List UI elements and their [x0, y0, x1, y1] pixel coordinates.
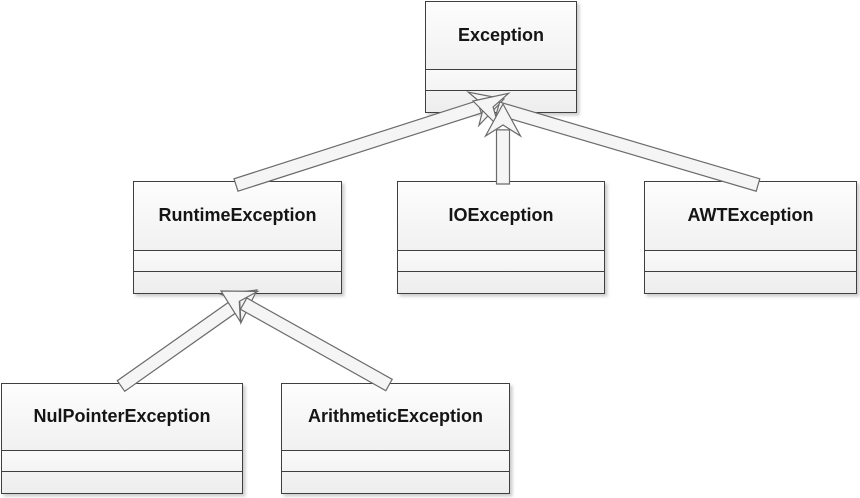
arrow-shaft [239, 297, 394, 392]
attributes-compartment [645, 250, 856, 272]
operations-compartment [645, 272, 856, 293]
class-name-arithmetic-exception: ArithmeticException [282, 384, 509, 451]
arrow-shaft [233, 99, 483, 192]
class-name-io-exception: IOException [398, 182, 604, 251]
operations-compartment [2, 472, 242, 493]
operations-compartment [282, 472, 509, 493]
arrow-shaft [495, 101, 761, 192]
inheritance-arrow-arithmeticexception-to-runtimeexception[interactable] [219, 290, 394, 392]
class-name-nul-pointer-exception: NulPointerException [2, 384, 242, 451]
inheritance-arrow-nulpointerexception-to-runtimeexception[interactable] [116, 289, 259, 393]
operations-compartment [398, 272, 604, 293]
class-name-awt-exception: AWTException [645, 182, 856, 251]
class-box-nul-pointer-exception[interactable]: NulPointerException [1, 383, 243, 494]
attributes-compartment [398, 250, 604, 272]
arrow-shaft [495, 129, 511, 185]
class-box-runtime-exception[interactable]: RuntimeException [133, 181, 342, 294]
attributes-compartment [282, 450, 509, 472]
class-box-io-exception[interactable]: IOException [397, 181, 605, 294]
arrow-head [218, 289, 259, 326]
arrow-head [219, 290, 260, 325]
attributes-compartment [2, 450, 242, 472]
arrow-shaft [116, 298, 241, 393]
class-name-runtime-exception: RuntimeException [134, 182, 341, 251]
operations-compartment [426, 91, 576, 112]
attributes-compartment [134, 250, 341, 272]
attributes-compartment [426, 69, 576, 91]
class-box-exception[interactable]: Exception [425, 1, 577, 113]
class-box-arithmetic-exception[interactable]: ArithmeticException [281, 383, 510, 494]
inheritance-arrow-ioexception-to-exception[interactable] [483, 102, 523, 185]
operations-compartment [134, 272, 341, 293]
class-box-awt-exception[interactable]: AWTException [644, 181, 857, 294]
class-name-exception: Exception [426, 2, 576, 70]
